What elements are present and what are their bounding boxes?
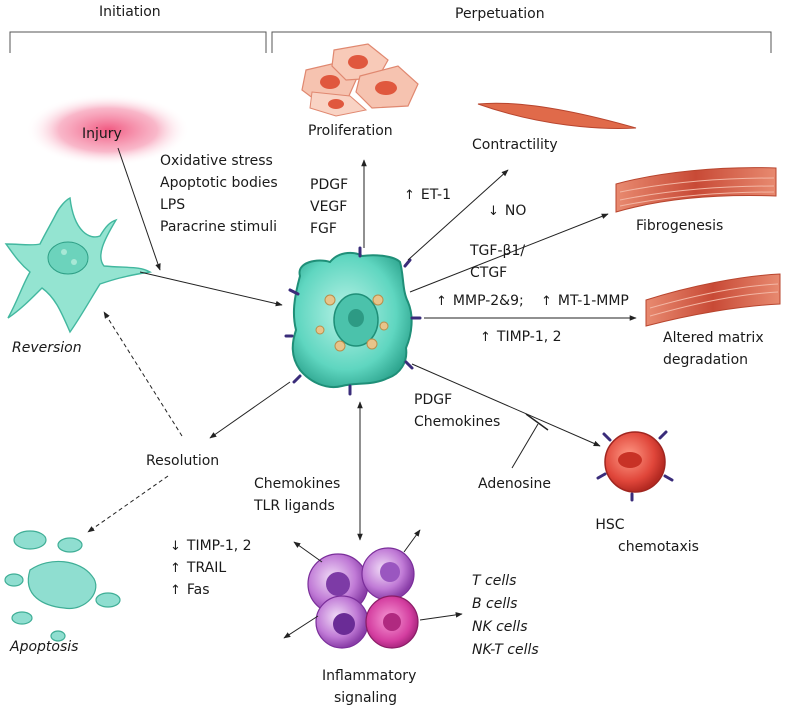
injury-label: Injury (82, 126, 122, 142)
inflammatory-label-line2: signaling (334, 690, 398, 706)
pdgf-chemokine-label: PDGF (414, 392, 453, 408)
reversion-cell-image (4, 196, 153, 334)
fas-label: Fas (170, 580, 210, 601)
stimulus-paracrine: Paracrine stimuli (160, 219, 277, 235)
contractility-label: Contractility (472, 137, 558, 153)
ctgf-label: CTGF (470, 265, 508, 281)
fibrogenesis-label: Fibrogenesis (636, 218, 724, 234)
inflammatory-left-arrow (283, 615, 319, 639)
resolution-label: Resolution (146, 453, 220, 469)
adenosine-inhibition-line (511, 423, 539, 469)
apoptosis-label: Apoptosis (10, 639, 79, 655)
stimulus-apoptotic: Apoptotic bodies (160, 175, 278, 191)
pdgf-factor-label: PDGF (310, 177, 349, 193)
initiation-bracket (9, 31, 267, 53)
no-label: NO (488, 201, 527, 222)
chemotaxis-arrow (411, 363, 601, 447)
injury-glow (26, 94, 190, 166)
hsc-label: HSC (595, 517, 625, 533)
t-cells-label: T cells (472, 573, 517, 589)
timp-up-label: TIMP-1, 2 (480, 327, 562, 348)
apoptosis-dashed-arrow (87, 475, 169, 533)
contractility-cell-image (477, 102, 637, 129)
inflammatory-right-arrow (419, 612, 463, 621)
matrix-fiber-image (645, 273, 781, 327)
b-cells-label: B cells (472, 596, 518, 612)
chemotaxis-label: chemotaxis (618, 539, 699, 555)
proliferation-label: Proliferation (308, 123, 393, 139)
reversion-to-hsc-arrow (139, 271, 283, 307)
mt1mmp-label: MT-1-MMP (541, 291, 629, 312)
vegf-factor-label: VEGF (310, 199, 348, 215)
inflammatory-upleft-arrow (293, 541, 323, 563)
matrix-label-line2: degradation (663, 352, 749, 368)
fibrogenesis-fiber-image (615, 167, 777, 213)
perpetuation-bracket (271, 31, 772, 53)
chemokines-label: Chemokines (414, 414, 501, 430)
reversion-label: Reversion (12, 340, 82, 356)
fgf-factor-label: FGF (310, 221, 337, 237)
timp-down-label: TIMP-1, 2 (170, 536, 252, 557)
tlr-ligands-label: TLR ligands (254, 498, 335, 514)
adenosine-inhibition-bar (525, 413, 549, 431)
stimulus-lps: LPS (160, 197, 186, 213)
contractility-arrow (407, 169, 509, 261)
initiation-label: Initiation (99, 4, 161, 20)
tgf-label: TGF-β1/ (470, 243, 526, 259)
nk-cells-label: NK cells (472, 619, 528, 635)
chemokines-inflam-label: Chemokines (254, 476, 341, 492)
mmp29-label: MMP-2&9; (436, 291, 524, 312)
inflammatory-cells-image (307, 547, 419, 649)
fibrogenesis-arrow (409, 213, 609, 293)
apoptosis-cells-image (4, 530, 121, 642)
adenosine-label: Adenosine (478, 476, 551, 492)
proliferation-cells-image (301, 43, 419, 117)
inflammatory-label-line1: Inflammatory (322, 668, 417, 684)
resolution-arrow (209, 381, 291, 439)
inflammatory-upright-arrow (403, 529, 421, 553)
perpetuation-label: Perpetuation (455, 6, 545, 22)
et1-label: ET-1 (404, 185, 451, 206)
nkt-cells-label: NK-T cells (472, 642, 539, 658)
reversion-dashed-arrow (103, 311, 183, 437)
activated-hsc-image (284, 246, 422, 396)
hsc-chemotaxis-image (596, 430, 674, 502)
stimulus-oxidative: Oxidative stress (160, 153, 273, 169)
trail-label: TRAIL (170, 558, 226, 579)
matrix-label-line1: Altered matrix (663, 330, 764, 346)
injury-arrow (117, 147, 161, 271)
